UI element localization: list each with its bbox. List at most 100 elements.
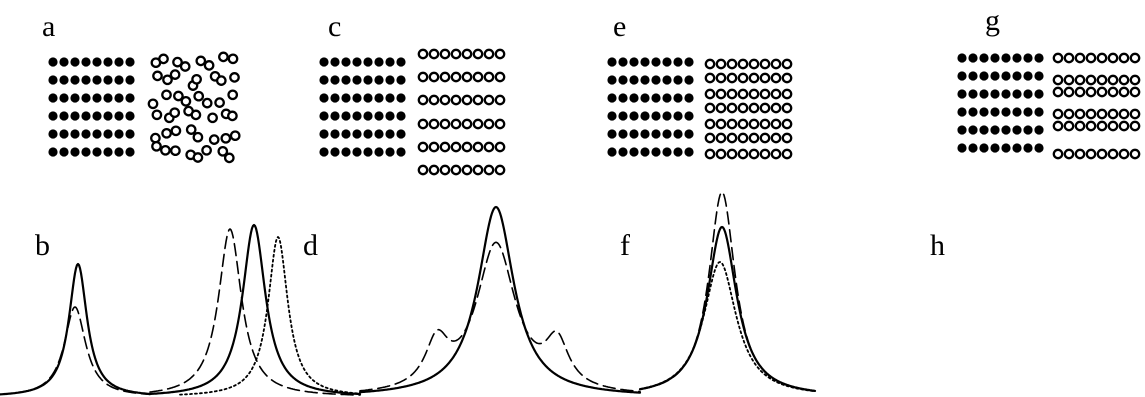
hollow-particle [450,48,462,60]
hollow-particle [726,102,738,114]
filled-particle [330,111,340,121]
filled-particle [629,57,639,67]
hollow-particle [748,58,760,70]
hollow-particle [737,132,749,144]
hollow-particle [185,124,197,135]
filled-particle [48,111,58,121]
filled-particle [363,57,373,67]
hollow-particle [439,118,451,130]
profile-f-dashed [359,241,641,393]
panel-label-g: g [985,4,1000,37]
filled-particle [341,75,351,85]
hollow-particle [483,71,495,83]
hollow-particle [1096,74,1108,86]
hollow-particle [439,164,451,176]
filled-particle [1001,107,1011,117]
filled-particle [1034,53,1044,63]
hollow-particle [152,70,163,82]
hollow-particle [704,88,716,100]
profiles-h [638,191,817,393]
hollow-particle [428,71,440,83]
hollow-particle [715,148,727,160]
filled-particle [651,147,661,157]
hollow-particle [737,72,749,84]
filled-particle [629,111,639,121]
hollow-particle [417,164,429,176]
filled-particle [396,111,406,121]
filled-particle [114,147,124,157]
filled-particle [81,147,91,157]
filled-particle [640,57,650,67]
hollow-particle [1107,120,1119,132]
filled-particle [968,143,978,153]
filled-particle [979,53,989,63]
filled-particle [352,147,362,157]
hollow-particle [704,102,716,114]
hollow-particle [494,164,506,176]
hollow-particle [428,118,440,130]
hollow-particle [450,164,462,176]
hollow-particle [1118,86,1130,98]
filled-particle [114,57,124,67]
profile-h-dotted [639,261,816,393]
filled-particle [59,75,69,85]
hollow-particle [428,164,440,176]
filled-particle [1001,125,1011,135]
hollow-particle [715,88,727,100]
profile-d-solid [148,223,362,396]
hollow-particle [715,118,727,130]
filled-particle [651,57,661,67]
filled-particle [92,75,102,85]
hollow-particle [190,109,202,121]
hollow-particle [737,148,749,160]
filled-particle [618,57,628,67]
hollow-particle [781,148,793,160]
hollow-particle [726,148,738,160]
hollow-particle [715,102,727,114]
filled-particle [629,75,639,85]
filled-particle [651,93,661,103]
hollow-particle [494,48,506,60]
filled-particle [59,147,69,157]
hollow-particle [1129,108,1141,120]
hollow-particle [461,48,473,60]
hollow-particle [483,164,495,176]
filled-particle [374,57,384,67]
panel-label-d: d [303,229,318,262]
filled-particle [374,111,384,121]
filled-particle [979,71,989,81]
hollow-particle [1118,74,1130,86]
filled-particle [990,107,1000,117]
hollow-particle [726,132,738,144]
filled-particle [629,93,639,103]
filled-particle [352,129,362,139]
filled-particle [341,129,351,139]
hollow-particle [461,94,473,106]
hollow-particle [737,118,749,130]
filled-particle [319,57,329,67]
filled-particle [618,147,628,157]
filled-particle [103,147,113,157]
filled-particle [684,75,694,85]
filled-particle [396,93,406,103]
hollow-particle [770,58,782,70]
hollow-particle [770,118,782,130]
filled-particle [341,147,351,157]
hollow-particle [170,125,182,137]
hollow-particle [215,75,227,86]
hollow-particle [227,53,239,65]
filled-particle [103,57,113,67]
filled-particle [968,71,978,81]
hollow-particle [472,141,484,153]
hollow-particle [1085,120,1097,132]
filled-particle [374,93,384,103]
hollow-particle [1118,120,1130,132]
hollow-particle [1052,148,1064,160]
hollow-particle [439,141,451,153]
filled-particle [92,111,102,121]
filled-particle [114,111,124,121]
filled-particle [673,147,683,157]
hollow-particle [147,98,159,110]
hollow-particle [737,102,749,114]
